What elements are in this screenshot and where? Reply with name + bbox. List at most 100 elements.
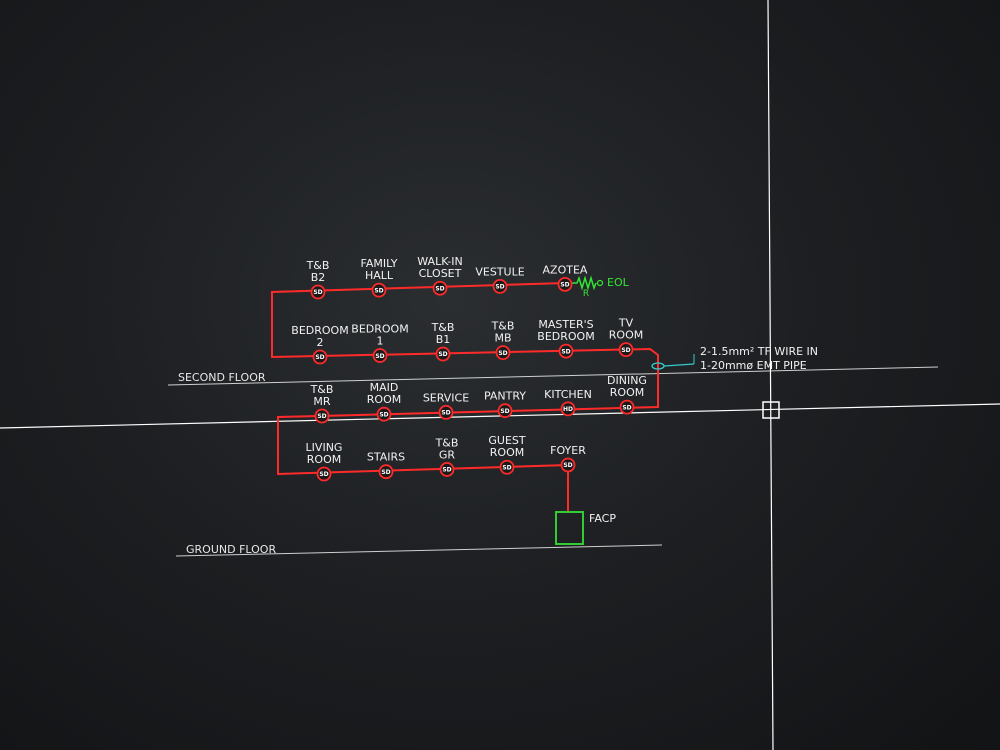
smoke-detector-icon <box>314 408 330 424</box>
room-label: BEDROOM <box>291 324 348 337</box>
detector-type-label: SD <box>561 348 570 355</box>
conduit-callout[interactable]: 2-1.5mm² TF WIRE IN 1-20mmø EMT PIPE <box>651 345 818 372</box>
detector-device[interactable]: HD KITCHEN <box>544 388 592 417</box>
eol-resistor[interactable]: EOL R <box>572 275 630 299</box>
smoke-detector-icon <box>372 348 388 363</box>
circuit-wiring <box>271 282 659 512</box>
smoke-detector-icon <box>310 284 326 300</box>
room-label: BEDROOM <box>537 330 594 343</box>
room-label: LIVING <box>306 441 343 454</box>
detector-type-label: SD <box>500 408 509 415</box>
room-label: DINING <box>607 374 647 387</box>
room-label: TV <box>618 317 634 330</box>
resistor-r-label: R <box>583 289 589 299</box>
smoke-detector-icon <box>435 346 451 362</box>
room-label: CLOSET <box>419 267 462 280</box>
smoke-detector-icon <box>376 406 392 422</box>
room-label: 2 <box>317 336 324 349</box>
room-label: PANTRY <box>484 390 526 403</box>
ground-floor-line <box>175 544 663 557</box>
detector-devices: SDT&BB2SDFAMILYHALLSDWALK-INCLOSETSDVEST… <box>291 255 647 482</box>
detector-type-label: SD <box>560 282 569 289</box>
detector-type-label: SD <box>621 347 630 354</box>
crosshair-vertical <box>767 0 774 750</box>
room-label: FOYER <box>550 444 586 457</box>
smoke-detector-icon <box>560 457 576 473</box>
eol-terminal-icon <box>596 279 604 287</box>
detector-type-label: SD <box>563 462 572 469</box>
detector-type-label: SD <box>381 469 390 476</box>
room-label: ROOM <box>490 446 524 459</box>
detector-device[interactable]: SD VESTULE <box>475 265 525 294</box>
wire-second-floor-loop <box>271 282 659 417</box>
room-label: T&B <box>306 259 330 272</box>
detector-type-label: SD <box>375 353 384 360</box>
detector-type-label: HD <box>563 406 573 413</box>
detector-type-label: SD <box>319 471 328 478</box>
detector-type-label: SD <box>315 354 324 361</box>
room-label: SERVICE <box>423 391 469 404</box>
smoke-detector-icon <box>312 349 328 365</box>
room-label: MR <box>313 395 330 408</box>
room-label: ROOM <box>307 453 341 466</box>
room-label: ROOM <box>609 329 643 342</box>
second-floor-line <box>167 366 939 386</box>
detector-device[interactable]: SD FOYER <box>550 444 586 473</box>
detector-type-label: SD <box>498 350 507 357</box>
room-label: GUEST <box>488 434 526 447</box>
detector-type-label: SD <box>438 351 447 358</box>
smoke-detector-icon <box>432 280 448 296</box>
facp-panel[interactable]: FACP <box>555 511 616 545</box>
detector-device[interactable]: SDT&BB1 <box>431 321 455 362</box>
eol-label: EOL <box>607 276 630 289</box>
room-label: VESTULE <box>475 265 524 278</box>
conduit-note-line-1: 2-1.5mm² TF WIRE IN <box>700 345 818 358</box>
detector-type-label: SD <box>622 404 631 411</box>
detector-type-label: SD <box>441 410 450 417</box>
room-label: BEDROOM <box>351 323 408 336</box>
smoke-detector-icon <box>495 345 511 361</box>
detector-type-label: SD <box>374 287 383 294</box>
detector-device[interactable]: SDT&BMR <box>310 383 334 424</box>
smoke-detector-icon <box>558 343 574 359</box>
detector-device[interactable]: SD PANTRY <box>484 390 526 419</box>
detector-type-label: SD <box>435 285 444 292</box>
detector-device[interactable]: SD SERVICE <box>423 391 469 420</box>
detector-type-label: SD <box>379 411 388 418</box>
second-floor-label: SECOND FLOOR <box>178 371 266 384</box>
conduit-leader-line <box>663 363 695 367</box>
detector-device[interactable]: SDT&BMB <box>491 320 515 361</box>
detector-device[interactable]: SD STAIRS <box>367 451 405 480</box>
smoke-detector-icon <box>618 342 634 358</box>
resistor-icon <box>572 275 597 291</box>
room-label: ROOM <box>610 386 644 399</box>
room-label: T&B <box>431 321 455 334</box>
detector-device[interactable]: SDT&BGR <box>435 436 459 477</box>
room-label: MAID <box>370 381 399 394</box>
smoke-detector-icon <box>497 403 513 419</box>
room-label: MASTER'S <box>538 318 593 331</box>
room-label: B2 <box>311 271 326 284</box>
room-label: T&B <box>435 436 459 449</box>
heat-detector-icon <box>560 401 576 417</box>
room-label: T&B <box>310 383 334 396</box>
detector-type-label: SD <box>442 467 451 474</box>
detector-type-label: SD <box>495 284 504 291</box>
crosshair-pickbox[interactable] <box>762 401 780 419</box>
detector-device[interactable]: SDT&BB2 <box>306 259 330 300</box>
smoke-detector-icon <box>619 399 635 415</box>
room-label: STAIRS <box>367 451 405 464</box>
room-label: KITCHEN <box>544 388 592 401</box>
